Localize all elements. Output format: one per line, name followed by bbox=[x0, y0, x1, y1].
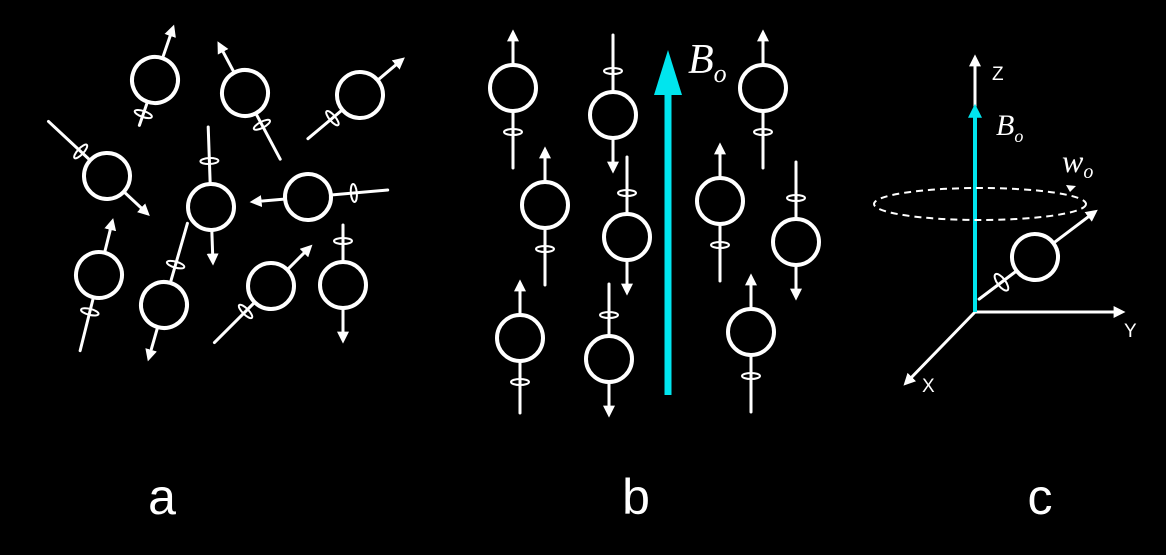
field-label-c: Bo bbox=[996, 109, 1023, 146]
spin-icon bbox=[186, 125, 236, 266]
field-arrow-b bbox=[654, 50, 682, 395]
spin-icon bbox=[726, 273, 776, 414]
z-axis-label: Z bbox=[992, 64, 1004, 85]
field-symbol-b: B bbox=[688, 37, 714, 83]
spin-icon bbox=[212, 244, 313, 345]
spin-icon bbox=[602, 155, 652, 296]
larmor-frequency-label: wo bbox=[1062, 143, 1093, 183]
spin-icon bbox=[495, 279, 545, 415]
spin-icon bbox=[977, 209, 1098, 301]
spin-icon bbox=[488, 29, 538, 170]
field-subscript-b: o bbox=[714, 59, 727, 88]
precession-direction-icon bbox=[1066, 185, 1076, 192]
x-axis-label: X bbox=[922, 376, 935, 397]
spin-icon bbox=[139, 221, 189, 362]
spin-icon bbox=[588, 33, 638, 174]
spin-icon bbox=[217, 41, 282, 161]
spin-icon bbox=[738, 29, 788, 170]
spin-icon bbox=[771, 160, 821, 301]
freq-symbol: w bbox=[1062, 143, 1084, 179]
spin-icon bbox=[74, 218, 124, 353]
spin-icon bbox=[46, 119, 150, 216]
spin-icon bbox=[130, 24, 180, 127]
field-subscript-c: o bbox=[1014, 126, 1023, 146]
field-symbol-c: B bbox=[996, 109, 1014, 142]
panel-label-a: a bbox=[148, 469, 176, 525]
spin-icon bbox=[584, 282, 634, 418]
panel-b-aligned-spins: Bo bbox=[488, 29, 821, 418]
spin-icon bbox=[520, 146, 570, 287]
x-axis bbox=[903, 310, 977, 386]
freq-subscript: o bbox=[1083, 161, 1093, 183]
panel-label-b: b bbox=[622, 469, 650, 525]
spin-icon bbox=[306, 57, 405, 141]
spin-icon bbox=[318, 223, 368, 344]
panel-label-c: c bbox=[1028, 469, 1053, 525]
y-axis-label: Y bbox=[1124, 321, 1137, 342]
panel-c-precession: Z Y X Bo wo bbox=[873, 54, 1137, 397]
precession-path bbox=[873, 187, 1087, 221]
panel-a-random-spins bbox=[46, 24, 405, 362]
spin-icon bbox=[695, 142, 745, 283]
spin-icon bbox=[249, 172, 390, 222]
field-label-b: Bo bbox=[688, 37, 727, 88]
